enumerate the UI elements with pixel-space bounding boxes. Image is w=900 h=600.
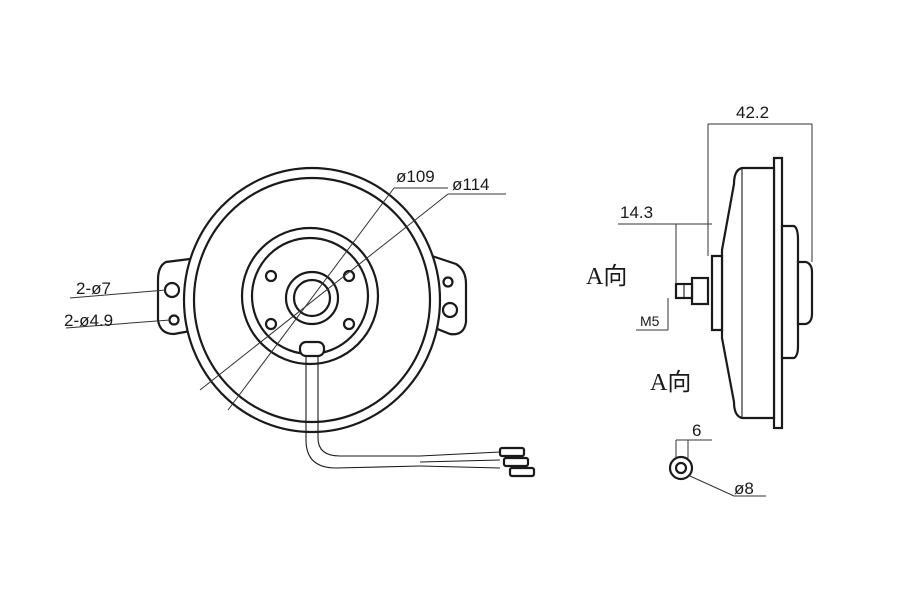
side-rear-boss	[796, 260, 814, 326]
dim-detail-width: 6	[692, 421, 701, 440]
side-housing	[720, 166, 776, 420]
cable-grommet	[298, 340, 326, 358]
dim-mount-hole-large: 2-ø7	[76, 279, 111, 298]
dim-mount-hole-small: 2-ø4.9	[64, 311, 113, 330]
hub-hole-bl	[264, 317, 278, 331]
side-front-boss	[710, 254, 724, 332]
front-view: ø114 ø109 2-ø7 2-ø4.9	[64, 166, 536, 478]
dim-detail-diameter: ø8	[734, 479, 754, 498]
side-flange	[772, 156, 784, 430]
bearing-inner	[292, 278, 332, 318]
side-rear-cap	[780, 224, 800, 360]
view-label-bottom: A向	[650, 369, 691, 396]
terminal-2	[502, 456, 530, 468]
dim-total-depth: 42.2	[736, 103, 769, 122]
bearing-outer	[284, 270, 340, 326]
mount-hole-small-right	[442, 276, 454, 288]
detail-outer	[668, 455, 694, 481]
terminal-3	[508, 466, 536, 478]
dim-outer-diameter: ø114	[452, 175, 490, 194]
cable	[305, 356, 421, 469]
detail-view: 6 ø8	[668, 421, 766, 498]
hub-hole-tl	[264, 269, 278, 283]
view-label-top: A向	[586, 263, 627, 290]
side-hex-nut	[690, 276, 710, 306]
mount-hole-large-right	[441, 301, 459, 319]
outer-housing	[182, 166, 442, 434]
lead-wires	[419, 451, 501, 469]
dim-shaft-offset: 14.3	[620, 203, 653, 222]
hub-hole-br	[342, 317, 356, 331]
dim-inner-diameter: ø109	[396, 167, 435, 186]
hub-outer	[240, 226, 380, 366]
terminal-1	[498, 446, 526, 458]
side-view: 42.2 14.3 M5 A向 A向	[586, 103, 814, 430]
dim-thread: M5	[640, 313, 660, 329]
inner-ring	[192, 176, 432, 424]
detail-inner	[674, 461, 688, 475]
